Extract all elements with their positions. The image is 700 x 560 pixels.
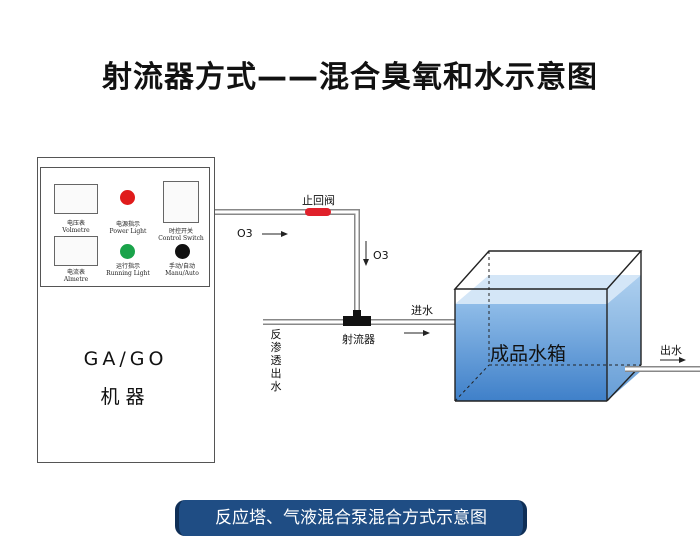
tank-label: 成品水箱 xyxy=(490,343,567,365)
machine-model: GA/GO xyxy=(83,348,168,370)
power-light-icon xyxy=(120,190,135,205)
ejector-inlet-icon xyxy=(353,310,361,318)
ejector-icon xyxy=(343,316,371,326)
water-in-arrow xyxy=(404,330,430,336)
o3-label-vertical: O3 xyxy=(373,249,389,262)
manu-auto-switch-icon xyxy=(175,244,190,259)
water-in-label: 进水 xyxy=(411,304,433,317)
ro-water-label: 反渗透出水 xyxy=(270,328,282,393)
check-valve-label: 止回阀 xyxy=(302,194,335,207)
o3-label-horizontal: O3 xyxy=(237,227,253,240)
machine-name: 机器 xyxy=(100,386,151,408)
o3-flow-arrow xyxy=(262,231,288,237)
ozone-gas-pipe xyxy=(215,209,360,316)
caption-banner: 反应塔、气液混合泵混合方式示意图 xyxy=(175,500,527,536)
voltmeter-icon xyxy=(54,184,98,214)
water-out-arrow xyxy=(660,357,686,363)
check-valve-icon xyxy=(305,208,331,216)
product-water-tank xyxy=(453,250,643,402)
control-switch-icon xyxy=(163,181,199,223)
o3-down-arrow xyxy=(363,241,369,266)
water-out-label: 出水 xyxy=(660,344,682,357)
page-title: 射流器方式——混合臭氧和水示意图 xyxy=(102,60,598,95)
running-light-icon xyxy=(120,244,135,259)
ejector-label: 射流器 xyxy=(342,333,375,346)
ammeter-icon xyxy=(54,236,98,266)
